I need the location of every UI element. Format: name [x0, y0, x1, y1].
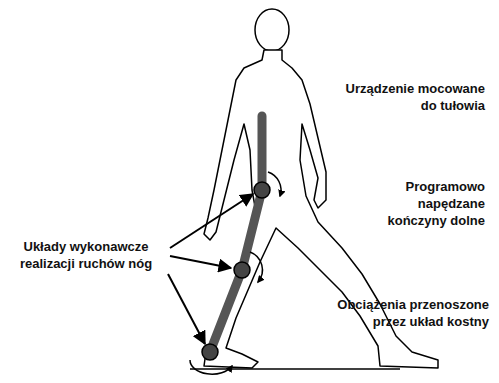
leader-arrow: [170, 194, 253, 248]
exoskeleton-frame: [210, 116, 262, 352]
annotation-label: Obciążenia przenoszone przez układ kostn…: [317, 296, 489, 330]
ankle-rotation-arrow: [190, 360, 232, 374]
annotation-label: Układy wykonawcze realizacji ruchów nóg: [4, 238, 168, 272]
annotation-label: Programowo napędzane kończyny dolne: [373, 178, 485, 229]
annotation-label: Urządzenie mocowane do tułowia: [335, 80, 485, 114]
leader-arrow: [168, 274, 205, 344]
ankle-joint: [202, 344, 218, 360]
hip-joint: [254, 182, 270, 198]
ground-line: [190, 368, 400, 370]
knee-joint: [234, 262, 250, 278]
knee-rotation-arrow: [250, 252, 262, 282]
leader-arrow: [170, 256, 231, 268]
hip-rotation-arrow: [268, 172, 281, 196]
head: [255, 9, 289, 51]
